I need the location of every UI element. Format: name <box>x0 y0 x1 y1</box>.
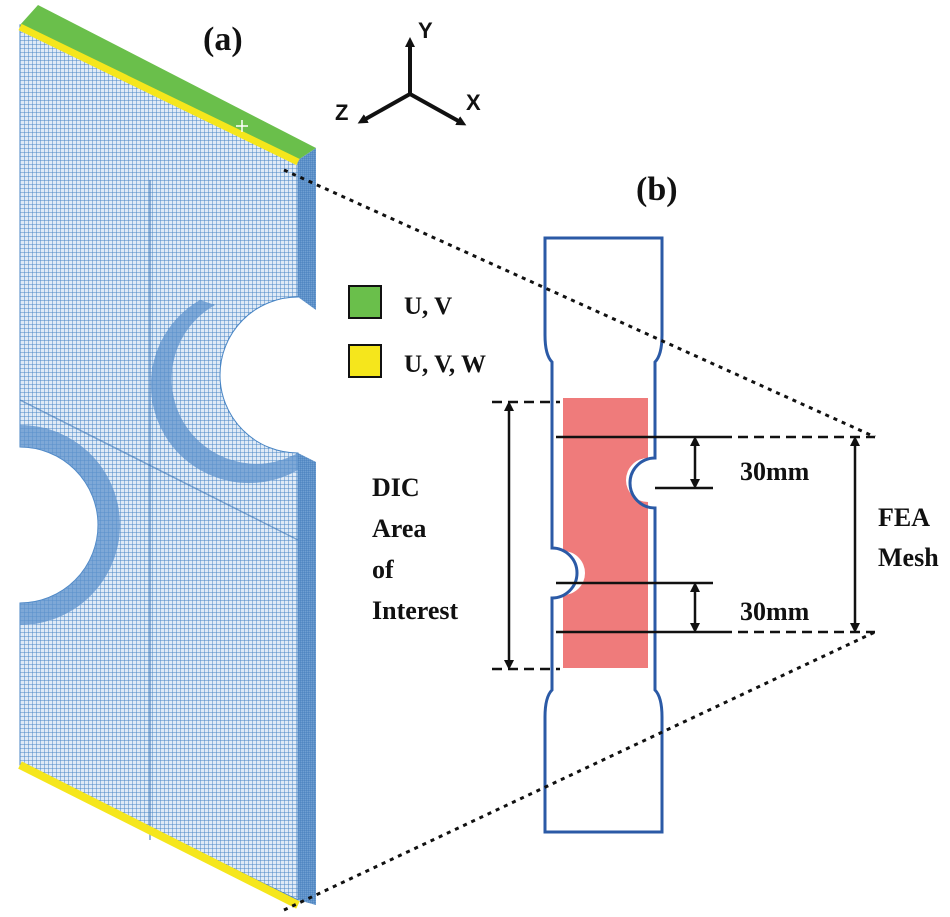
axes-triad: Y X Z <box>335 18 481 126</box>
fea-label-line2: Mesh <box>878 543 939 572</box>
z-axis-line <box>357 92 411 124</box>
x-axis-label: X <box>466 90 481 115</box>
yellow-boundary-bottom <box>18 761 300 909</box>
dic-area-fill <box>563 398 648 668</box>
x-axis-line <box>409 92 467 126</box>
dic-label-line3: of <box>372 555 394 584</box>
mesh-refinement-lower <box>20 425 120 625</box>
legend-swatch-green <box>348 285 382 319</box>
mesh-front-face <box>19 24 299 901</box>
legend: U, V U, V, W <box>348 285 486 378</box>
projection-line-top <box>283 168 876 439</box>
y-axis-label: Y <box>418 18 433 43</box>
mesh-partition-line-diag <box>19 399 299 541</box>
dic-label-line1: DIC <box>372 473 420 502</box>
panel-a-label: (a) <box>203 21 243 58</box>
dim-top-label: 30mm <box>740 457 810 486</box>
reference-cross-mark <box>236 120 248 132</box>
legend-label-uvw: U, V, W <box>404 351 486 378</box>
specimen-panel <box>492 236 875 834</box>
fea-label-line1: FEA <box>878 503 930 532</box>
fea-mesh-panel <box>18 5 316 909</box>
legend-label-uv: U, V <box>404 293 452 320</box>
mesh-side-face <box>298 148 316 310</box>
dim-bottom-label: 30mm <box>740 597 810 626</box>
projection-line-bottom <box>283 630 876 912</box>
mesh-refinement-upper <box>150 300 298 484</box>
dic-label-line2: Area <box>372 514 426 543</box>
panel-b-label: (b) <box>636 171 678 208</box>
yellow-boundary-top <box>18 23 300 166</box>
dic-label-line4: Interest <box>372 596 459 625</box>
z-axis-label: Z <box>335 100 348 125</box>
mesh-side-face-lower <box>298 453 316 905</box>
specimen-outline <box>543 236 664 834</box>
legend-swatch-yellow <box>348 344 382 378</box>
